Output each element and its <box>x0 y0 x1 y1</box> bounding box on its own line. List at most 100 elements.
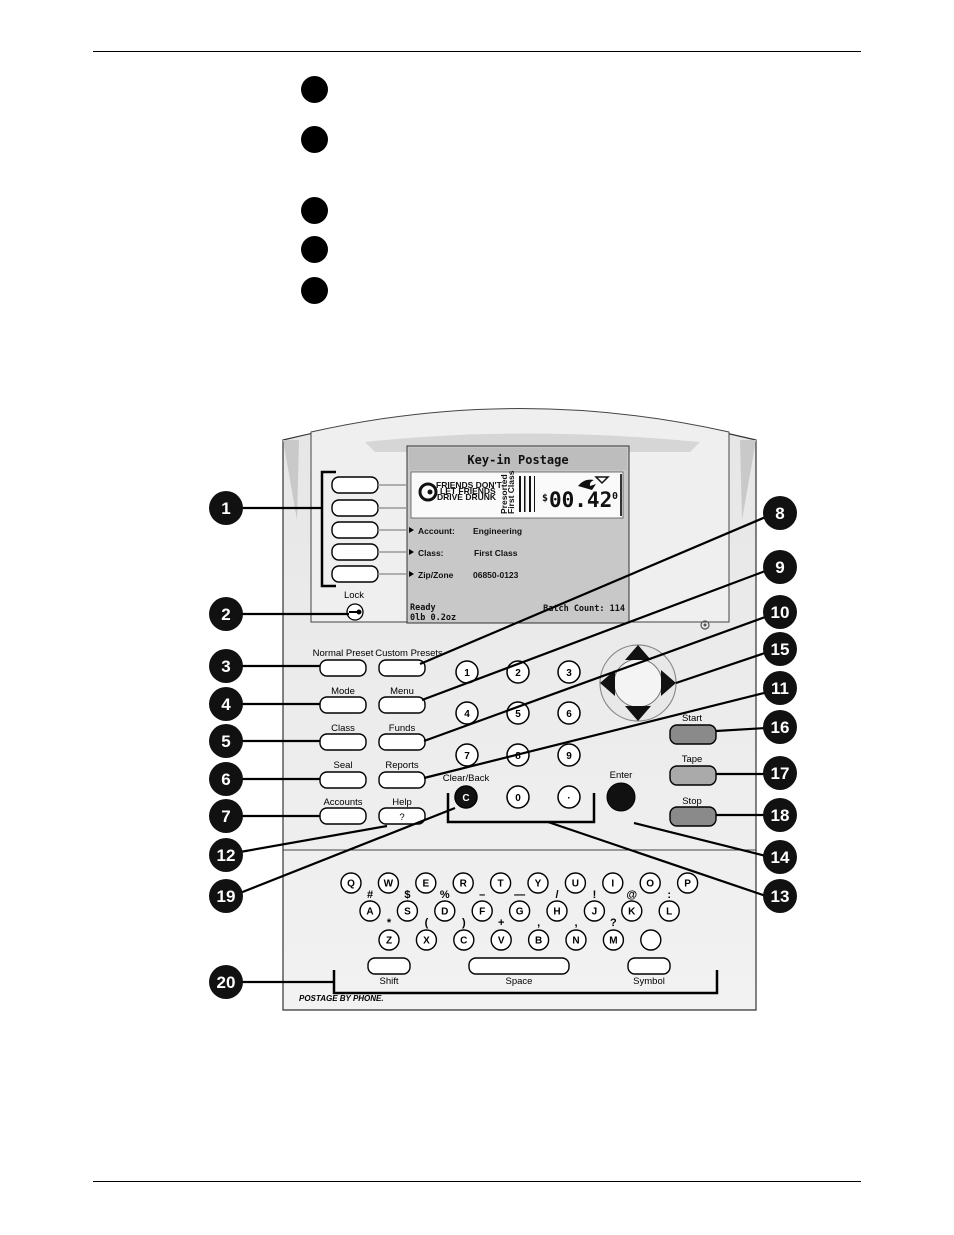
nav-down-arrow-icon[interactable] <box>625 706 651 721</box>
qwerty-key-x[interactable] <box>415 929 438 951</box>
qwerty-key-h[interactable] <box>546 900 568 922</box>
key-3[interactable] <box>557 660 581 684</box>
custom-presets-button[interactable] <box>378 659 426 677</box>
nav-up-arrow-icon[interactable] <box>625 645 651 660</box>
nav-right-arrow-icon[interactable] <box>661 670 676 696</box>
qwerty-key-e[interactable] <box>415 872 437 894</box>
callout-1: 1 <box>221 499 230 518</box>
qwerty-key-s[interactable] <box>396 900 419 922</box>
field-account-value: Engineering <box>473 526 522 536</box>
qwerty-key-label: W <box>384 879 394 890</box>
menu-button[interactable] <box>378 696 426 714</box>
soft-key-2[interactable] <box>331 499 379 517</box>
qwerty-key-a[interactable] <box>359 900 381 922</box>
field-account-label: Account: <box>418 526 455 536</box>
vertical-label-first-class: First Class <box>506 470 516 514</box>
seal-button[interactable] <box>319 771 367 789</box>
symbol-legend: – <box>479 889 485 901</box>
callout-10: 10 <box>771 603 790 622</box>
qwerty-key-d[interactable] <box>434 900 456 922</box>
lock-switch[interactable]: Lock <box>344 590 364 621</box>
slogan-line-2: LET FRIENDS <box>440 486 496 496</box>
help-button[interactable] <box>378 807 426 825</box>
accounts-button[interactable] <box>319 807 367 825</box>
qwerty-key-i[interactable] <box>602 872 624 894</box>
qwerty-key-label: E <box>422 879 429 890</box>
qwerty-key-o[interactable] <box>639 872 661 894</box>
qwerty-key-m[interactable] <box>602 929 625 951</box>
qwerty-key-f[interactable] <box>471 900 493 922</box>
tape-button[interactable] <box>669 765 717 786</box>
qwerty-key-y[interactable] <box>527 872 549 894</box>
qwerty-key-z[interactable] <box>378 929 400 951</box>
soft-key-1[interactable] <box>331 476 379 494</box>
class-button[interactable] <box>319 733 367 751</box>
soft-key-3[interactable] <box>331 521 379 539</box>
bullet-1 <box>301 76 328 103</box>
key-6[interactable] <box>557 701 581 725</box>
qwerty-key-r[interactable] <box>452 872 474 894</box>
qwerty-key-v[interactable] <box>490 929 512 951</box>
indicator-light-icon <box>700 620 710 630</box>
symbol-legend: , <box>537 917 540 929</box>
key-0-label: 0 <box>515 793 521 804</box>
enter-button[interactable] <box>606 782 636 812</box>
normal-preset-button[interactable] <box>319 659 367 677</box>
symbol-legend: / <box>555 889 558 901</box>
qwerty-key-j[interactable] <box>583 900 606 922</box>
label-menu: Menu <box>390 686 414 697</box>
qwerty-key-blank[interactable] <box>640 929 662 951</box>
qwerty-key-t[interactable] <box>489 872 512 894</box>
callout-12: 12 <box>217 846 236 865</box>
key-1-label: 1 <box>464 668 470 679</box>
qwerty-key-c[interactable] <box>453 929 475 951</box>
qwerty-key-u[interactable] <box>564 872 587 894</box>
shift-button[interactable] <box>367 957 411 975</box>
screen-field-zip: Zip/Zone 06850-0123 <box>418 570 519 580</box>
key-3-label: 3 <box>566 668 572 679</box>
symbol-button[interactable] <box>627 957 671 975</box>
navigation-pad <box>599 644 677 722</box>
qwerty-key-b[interactable] <box>527 929 550 951</box>
qwerty-key-q[interactable] <box>340 872 362 894</box>
space-label: Space <box>506 976 533 987</box>
key-2-label: 2 <box>515 668 521 679</box>
label-normal-preset: Normal Preset <box>313 648 374 659</box>
mode-button[interactable] <box>319 696 367 714</box>
callout-14: 14 <box>771 848 790 867</box>
reports-button[interactable] <box>378 771 426 789</box>
nav-left-arrow-icon[interactable] <box>600 670 615 696</box>
space-button[interactable] <box>468 957 570 975</box>
qwerty-key-p[interactable] <box>676 872 699 894</box>
field-class-label: Class: <box>418 548 444 558</box>
qwerty-key-l[interactable] <box>658 900 680 922</box>
key-4[interactable] <box>455 701 479 725</box>
status-weight: 0lb 0.2oz <box>410 613 456 623</box>
qwerty-key-k[interactable] <box>621 900 643 922</box>
key-9[interactable] <box>557 743 581 767</box>
stop-button[interactable] <box>669 806 717 827</box>
leader-lines <box>239 506 769 984</box>
symbol-label: Symbol <box>633 976 665 987</box>
start-button[interactable] <box>669 724 717 745</box>
key-0[interactable] <box>506 785 530 809</box>
callout-16: 16 <box>771 718 790 737</box>
clear-back-button[interactable] <box>454 785 478 809</box>
bullet-3 <box>301 197 328 224</box>
soft-key-5[interactable] <box>331 565 379 583</box>
start-label: Start <box>682 713 702 724</box>
callout-6: 6 <box>221 770 230 789</box>
screen-field-class: Class: First Class <box>418 548 518 558</box>
qwerty-key-w[interactable] <box>377 872 400 894</box>
key-decimal[interactable] <box>557 785 581 809</box>
key-7[interactable] <box>455 743 479 767</box>
funds-button[interactable] <box>378 733 426 751</box>
screen-field-account: Account: Engineering <box>418 526 522 536</box>
qwerty-key-label: V <box>498 936 505 947</box>
key-5[interactable] <box>506 701 530 725</box>
qwerty-key-n[interactable] <box>565 929 587 951</box>
soft-key-4[interactable] <box>331 543 379 561</box>
qwerty-key-g[interactable] <box>508 900 531 922</box>
slogan-line-1: FRIENDS DON'T <box>436 480 503 490</box>
